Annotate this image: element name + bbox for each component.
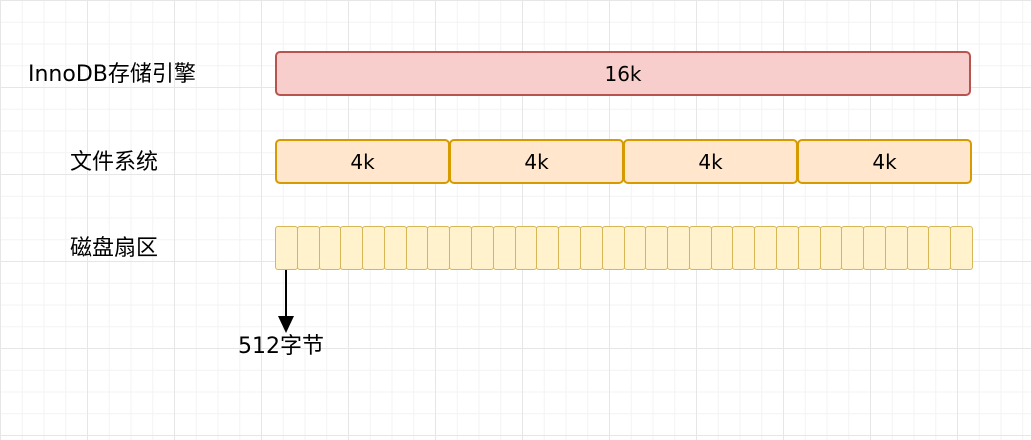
disk-sector (579, 226, 603, 270)
fs-block-3: 4k (623, 139, 798, 184)
disk-sector (514, 226, 538, 270)
disk-sector-row (275, 226, 973, 270)
disk-sector (405, 226, 429, 270)
disk-sector (797, 226, 821, 270)
disk-sector (950, 226, 973, 270)
filesystem-label: 文件系统 (70, 150, 159, 175)
disk-sector (645, 226, 669, 270)
disk-sector (558, 226, 581, 270)
fs-block-size: 4k (872, 149, 897, 174)
disk-sector (601, 226, 625, 270)
disk-sector-label: 磁盘扇区 (70, 236, 159, 261)
disk-sector (623, 226, 647, 270)
disk-sector (754, 226, 777, 270)
disk-sector (471, 226, 494, 270)
fs-block-1: 4k (275, 139, 450, 184)
disk-sector (710, 226, 734, 270)
disk-sector (492, 226, 516, 270)
disk-sector (362, 226, 385, 270)
disk-sector (884, 226, 908, 270)
disk-sector (819, 226, 843, 270)
innodb-page-size: 16k (604, 61, 642, 86)
fs-block-4: 4k (797, 139, 972, 184)
disk-sector (863, 226, 886, 270)
disk-sector (732, 226, 756, 270)
fs-block-size: 4k (350, 149, 375, 174)
disk-sector (449, 226, 473, 270)
disk-sector (318, 226, 342, 270)
fs-block-2: 4k (449, 139, 624, 184)
disk-sector (775, 226, 799, 270)
fs-block-size: 4k (698, 149, 723, 174)
disk-sector (688, 226, 712, 270)
innodb-label: InnoDB存储引擎 (28, 62, 196, 87)
innodb-page-block: 16k (275, 51, 971, 96)
disk-sector (383, 226, 407, 270)
disk-sector (296, 226, 320, 270)
disk-sector (928, 226, 952, 270)
disk-sector (536, 226, 560, 270)
sector-size-label: 512字节 (238, 334, 324, 359)
disk-sector (427, 226, 451, 270)
disk-sector (841, 226, 865, 270)
disk-sector (667, 226, 690, 270)
fs-block-size: 4k (524, 149, 549, 174)
disk-sector (906, 226, 930, 270)
sector-arrow-head (278, 316, 294, 333)
disk-sector (340, 226, 364, 270)
disk-sector (275, 226, 298, 270)
